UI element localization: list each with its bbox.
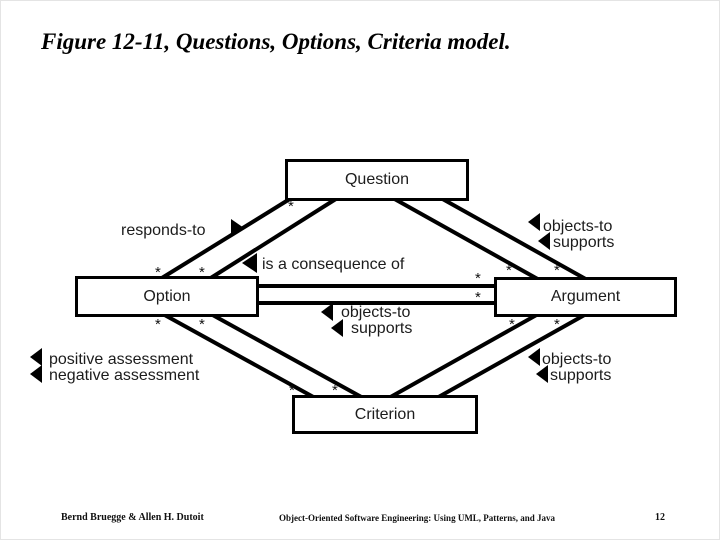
class-box-option: Option [75, 276, 259, 317]
edge-option-criterion-2 [208, 311, 366, 401]
multiplicity-star: * [554, 262, 560, 279]
class-name-argument: Argument [550, 288, 621, 305]
label-is-a-consequence-of: is a consequence of [262, 256, 405, 273]
edge-option-criterion-1 [160, 311, 318, 401]
arrowhead-left-icon [331, 319, 343, 337]
arrowhead-left-icon [242, 253, 257, 273]
class-name-question: Question [344, 171, 410, 188]
multiplicity-star: * [199, 264, 205, 281]
class-box-criterion: Criterion [292, 395, 478, 434]
footer-page-number: 12 [655, 512, 665, 523]
multiplicity-star: * [155, 264, 161, 281]
multiplicity-star: * [288, 198, 294, 215]
class-box-question: Question [285, 159, 469, 201]
label-positive-assessment: positive assessment [49, 351, 194, 368]
multiplicity-star: * [475, 270, 481, 287]
arrowhead-left-icon [536, 365, 548, 383]
multiplicity-star: * [332, 382, 338, 399]
multiplicity-star: * [155, 316, 161, 333]
multiplicity-star: * [475, 289, 481, 306]
arrowhead-left-icon [538, 232, 550, 250]
arrowhead-left-icon [30, 365, 42, 383]
label-supports-argument-criterion: supports [550, 367, 612, 384]
label-supports-question-argument: supports [553, 234, 615, 251]
label-supports-option-argument: supports [351, 320, 413, 337]
multiplicity-star: * [289, 382, 295, 399]
arrowhead-left-icon [528, 213, 540, 231]
label-responds-to: responds-to [121, 222, 206, 239]
edge-question-option-consequence [204, 195, 341, 283]
edge-argument-criterion-1 [386, 311, 541, 401]
page-title: Figure 12-11, Questions, Options, Criter… [41, 29, 511, 54]
multiplicity-star: * [506, 262, 512, 279]
arrowhead-left-icon [30, 348, 42, 366]
arrowhead-left-icon [321, 303, 333, 321]
arrowhead-left-icon [528, 348, 540, 366]
label-negative-assessment: negative assessment [49, 367, 200, 384]
class-box-argument: Argument [494, 277, 677, 317]
edge-question-argument-2 [438, 195, 592, 284]
label-objects-to-argument-criterion: objects-to [542, 351, 612, 368]
edge-question-argument-1 [390, 195, 544, 284]
class-name-criterion: Criterion [354, 405, 416, 423]
footer-authors: Bernd Bruegge & Allen H. Dutoit [61, 512, 204, 523]
edge-question-option-responds-to [155, 195, 295, 283]
edge-argument-criterion-2 [434, 311, 589, 401]
multiplicity-star: * [554, 316, 560, 333]
arrowhead-right-icon [231, 219, 244, 237]
multiplicity-star: * [199, 316, 205, 333]
class-name-option: Option [143, 287, 191, 305]
footer-book-title: Object-Oriented Software Engineering: Us… [279, 513, 556, 523]
multiplicity-star: * [509, 316, 515, 333]
label-objects-to-option-argument: objects-to [341, 304, 411, 321]
label-objects-to-question-argument: objects-to [543, 218, 613, 235]
